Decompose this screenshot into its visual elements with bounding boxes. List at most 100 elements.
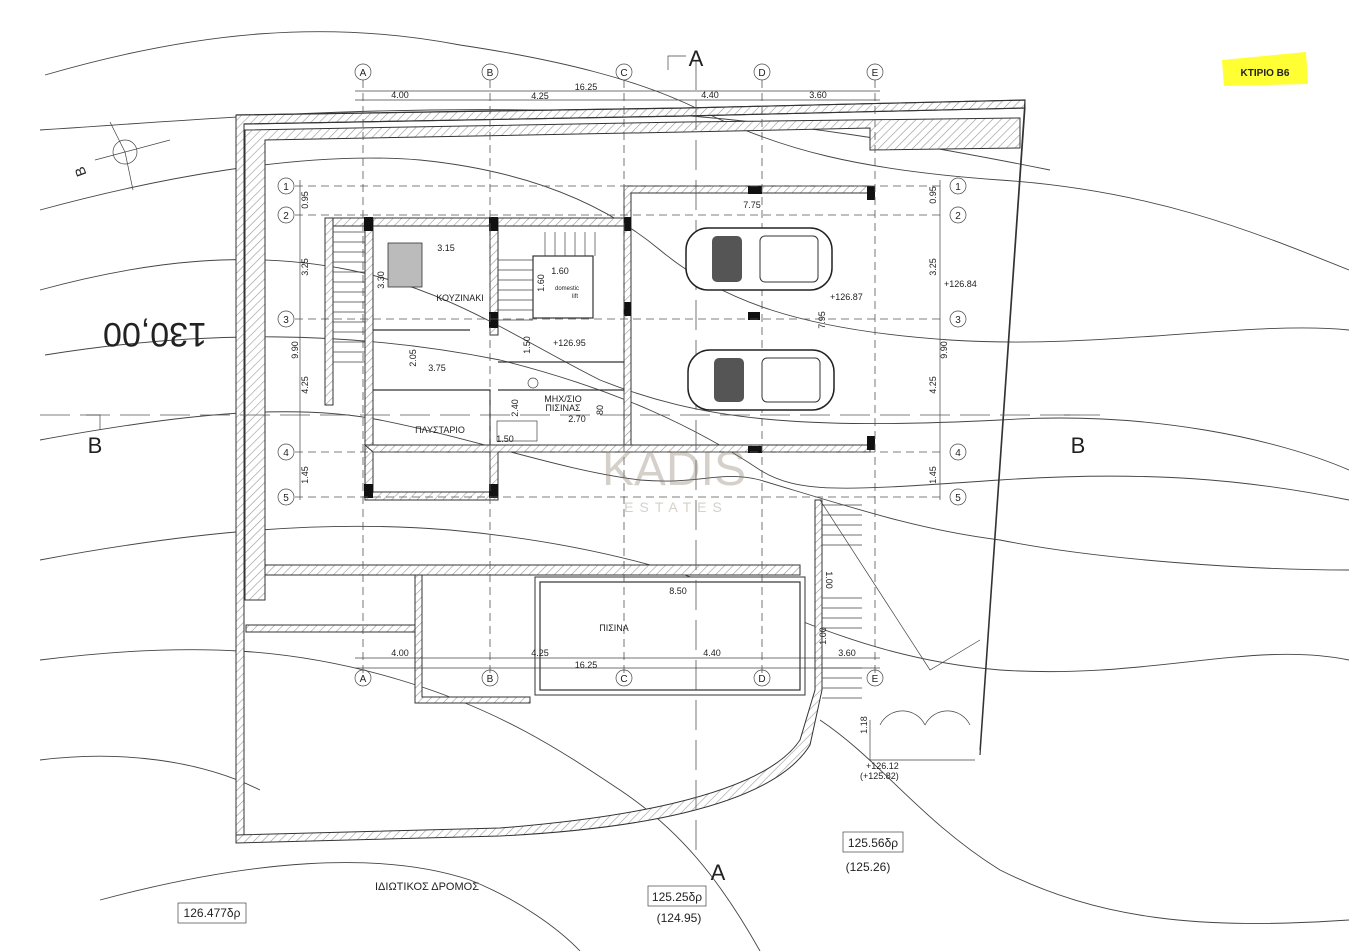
level-garage: +126.87	[830, 292, 863, 302]
svg-text:1.00: 1.00	[824, 571, 834, 589]
grid-column-markers: A B C D E A B C D E	[354, 63, 884, 687]
shower-icon	[496, 420, 538, 442]
svg-text:2.40: 2.40	[510, 399, 520, 417]
room-kitchenette: ΚΟΥΖΙΝΑΚΙ	[436, 293, 483, 303]
grid-marker-2-right: 2	[949, 206, 967, 224]
svg-text:1.45: 1.45	[928, 466, 938, 484]
svg-text:A: A	[689, 46, 704, 71]
svg-text:D: D	[758, 674, 765, 685]
car-icon	[687, 349, 835, 411]
room-labels: ΚΟΥΖΙΝΑΚΙ ΠΛΥΣΤΑΡΙΟ ΜΗΧ/ΣΙΟ ΠΙΣΙΝΑΣ ΠΙΣΙ…	[375, 286, 629, 893]
svg-text:2.05: 2.05	[408, 349, 418, 367]
grid-marker-e-bottom: E	[866, 669, 884, 687]
svg-text:ESTATES: ESTATES	[624, 499, 728, 515]
watermark-logo: KADIS ESTATES	[602, 443, 746, 515]
furniture	[387, 227, 981, 761]
svg-text:0.95: 0.95	[928, 186, 938, 204]
svg-text:2: 2	[955, 211, 961, 222]
svg-text:4.00: 4.00	[391, 90, 409, 100]
svg-text:9.90: 9.90	[290, 341, 300, 359]
svg-text:1.50: 1.50	[522, 336, 532, 354]
svg-text:3.60: 3.60	[809, 90, 827, 100]
svg-text:4.25: 4.25	[531, 91, 549, 101]
svg-text:B: B	[487, 674, 494, 685]
contour-elevation-label: 130,00	[103, 315, 207, 353]
grid-marker-4-left: 4	[277, 443, 295, 461]
grid-marker-c-bottom: C	[615, 669, 633, 687]
grid-marker-1-right: 1	[949, 177, 967, 195]
svg-text:3.75: 3.75	[428, 363, 446, 373]
grid-marker-4-right: 4	[949, 443, 967, 461]
svg-text:1.50: 1.50	[496, 434, 514, 444]
svg-text:A: A	[360, 68, 367, 79]
grid-row-markers: 1 2 3 4 5 1 2 3 4 5	[277, 177, 967, 506]
svg-text:3: 3	[955, 315, 961, 326]
structural-grid	[40, 60, 1100, 860]
grid-marker-a-bottom: A	[354, 669, 372, 687]
svg-text:4.25: 4.25	[928, 376, 938, 394]
svg-text:A: A	[711, 860, 726, 885]
svg-text:(125.26): (125.26)	[846, 860, 891, 874]
pool	[534, 576, 806, 696]
svg-text:16.25: 16.25	[575, 660, 598, 670]
room-pool: ΠΙΣΙΝΑ	[599, 623, 629, 633]
level-hall: +126.95	[553, 338, 586, 348]
grid-marker-5-right: 5	[949, 488, 967, 506]
grid-marker-a-top: A	[354, 63, 372, 81]
level-markers: +126.87 +126.84 +126.95 +126.12 (+125.82…	[177, 279, 977, 925]
bottom-dimensions: 4.00 4.25 4.40 3.60 16.25 8.50	[391, 586, 856, 670]
bed-icon	[387, 242, 423, 288]
svg-text:1.00: 1.00	[818, 627, 828, 645]
svg-text:5: 5	[955, 493, 961, 504]
svg-text:7.95: 7.95	[817, 311, 827, 329]
svg-text:B: B	[88, 433, 103, 458]
svg-text:2.70: 2.70	[568, 414, 586, 424]
toilet-icon	[527, 377, 539, 389]
svg-text:1.45: 1.45	[300, 466, 310, 484]
grid-marker-c-top: C	[615, 63, 633, 81]
grid-marker-1-left: 1	[277, 177, 295, 195]
grid-marker-e-top: E	[866, 63, 884, 81]
svg-text:C: C	[620, 68, 627, 79]
svg-text:D: D	[758, 68, 765, 79]
outer-walls	[235, 99, 1026, 844]
svg-text:1.60: 1.60	[536, 274, 546, 292]
level-road-1: 125.56δρ	[848, 836, 898, 850]
grid-marker-b-top: B	[481, 63, 499, 81]
room-lift: domestic	[555, 286, 579, 292]
svg-text:(124.95): (124.95)	[657, 911, 702, 925]
svg-text:4.25: 4.25	[531, 648, 549, 658]
svg-text:C: C	[620, 674, 627, 685]
svg-text:3.15: 3.15	[437, 243, 455, 253]
level-road-2: 125.25δρ	[652, 890, 702, 904]
svg-text:B: B	[487, 68, 494, 79]
row-dimensions-right: 0.95 3.25 4.25 1.45 9.90	[928, 186, 949, 484]
svg-text:80: 80	[595, 405, 605, 415]
svg-text:A: A	[360, 674, 367, 685]
svg-text:4.25: 4.25	[300, 376, 310, 394]
svg-text:0.95: 0.95	[300, 191, 310, 209]
dimension-lines	[299, 90, 941, 669]
grid-marker-2-left: 2	[277, 206, 295, 224]
svg-text:9.90: 9.90	[939, 341, 949, 359]
section-markers: A A B B	[86, 46, 1085, 885]
road-label: ΙΔΙΩΤΙΚΟΣ ΔΡΟΜΟΣ	[375, 881, 479, 893]
svg-text:4: 4	[955, 448, 961, 459]
svg-text:B: B	[71, 165, 89, 179]
svg-text:1.18: 1.18	[859, 716, 869, 734]
svg-text:3.25: 3.25	[928, 258, 938, 276]
svg-text:1: 1	[955, 182, 961, 193]
svg-text:1.60: 1.60	[551, 266, 569, 276]
grid-marker-d-bottom: D	[753, 669, 771, 687]
stairs	[333, 231, 862, 699]
svg-text:5: 5	[283, 493, 289, 504]
car-icon	[685, 227, 833, 291]
grid-marker-b-bottom: B	[481, 669, 499, 687]
room-pool-machine: ΜΗΧ/ΣΙΟ	[544, 394, 582, 404]
svg-text:E: E	[872, 68, 879, 79]
svg-text:2: 2	[283, 211, 289, 222]
svg-text:3.60: 3.60	[838, 648, 856, 658]
top-dimensions: 16.25 4.00 4.25 4.40 3.60	[391, 82, 827, 101]
svg-text:KADIS: KADIS	[602, 443, 746, 496]
svg-text:16.25: 16.25	[575, 82, 598, 92]
